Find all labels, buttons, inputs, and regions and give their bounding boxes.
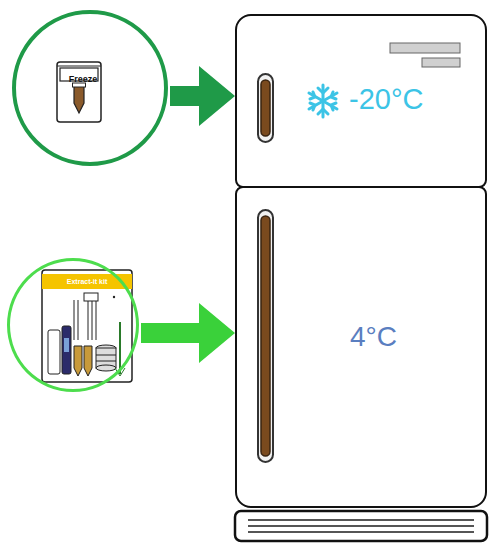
node-label: 4°C: [350, 321, 397, 353]
handle-mount: [258, 74, 273, 142]
tube-cap: [73, 83, 86, 87]
block-arrow: [141, 303, 235, 363]
bag-seal: [57, 66, 101, 67]
sample-tube: [74, 85, 84, 113]
freezer-handle: [261, 80, 270, 136]
fridge-handle: [261, 216, 270, 456]
vent-bar: [390, 43, 460, 53]
sample-bag: [57, 62, 101, 122]
node-label: Freeze: [69, 74, 98, 84]
node-label: -20°C: [349, 83, 423, 116]
freeze-circle: Freeze: [12, 10, 168, 166]
freezer-compartment: -20°C: [235, 14, 487, 188]
node-label: Extract-it kit: [67, 278, 107, 285]
base-grille: [248, 520, 474, 532]
block-arrow: [170, 66, 235, 126]
fridge-compartment: 4°C: [235, 186, 487, 508]
kit-contents: [48, 293, 125, 376]
bag-dot: [113, 296, 115, 298]
kit-header: [42, 274, 132, 289]
kit-bag: [42, 270, 132, 382]
vent-bar: [422, 58, 460, 67]
snowflake-icon: [309, 85, 337, 117]
fridge-base: [235, 511, 487, 541]
kit-circle: Extract-it kit: [7, 258, 139, 392]
handle-mount: [258, 210, 273, 462]
